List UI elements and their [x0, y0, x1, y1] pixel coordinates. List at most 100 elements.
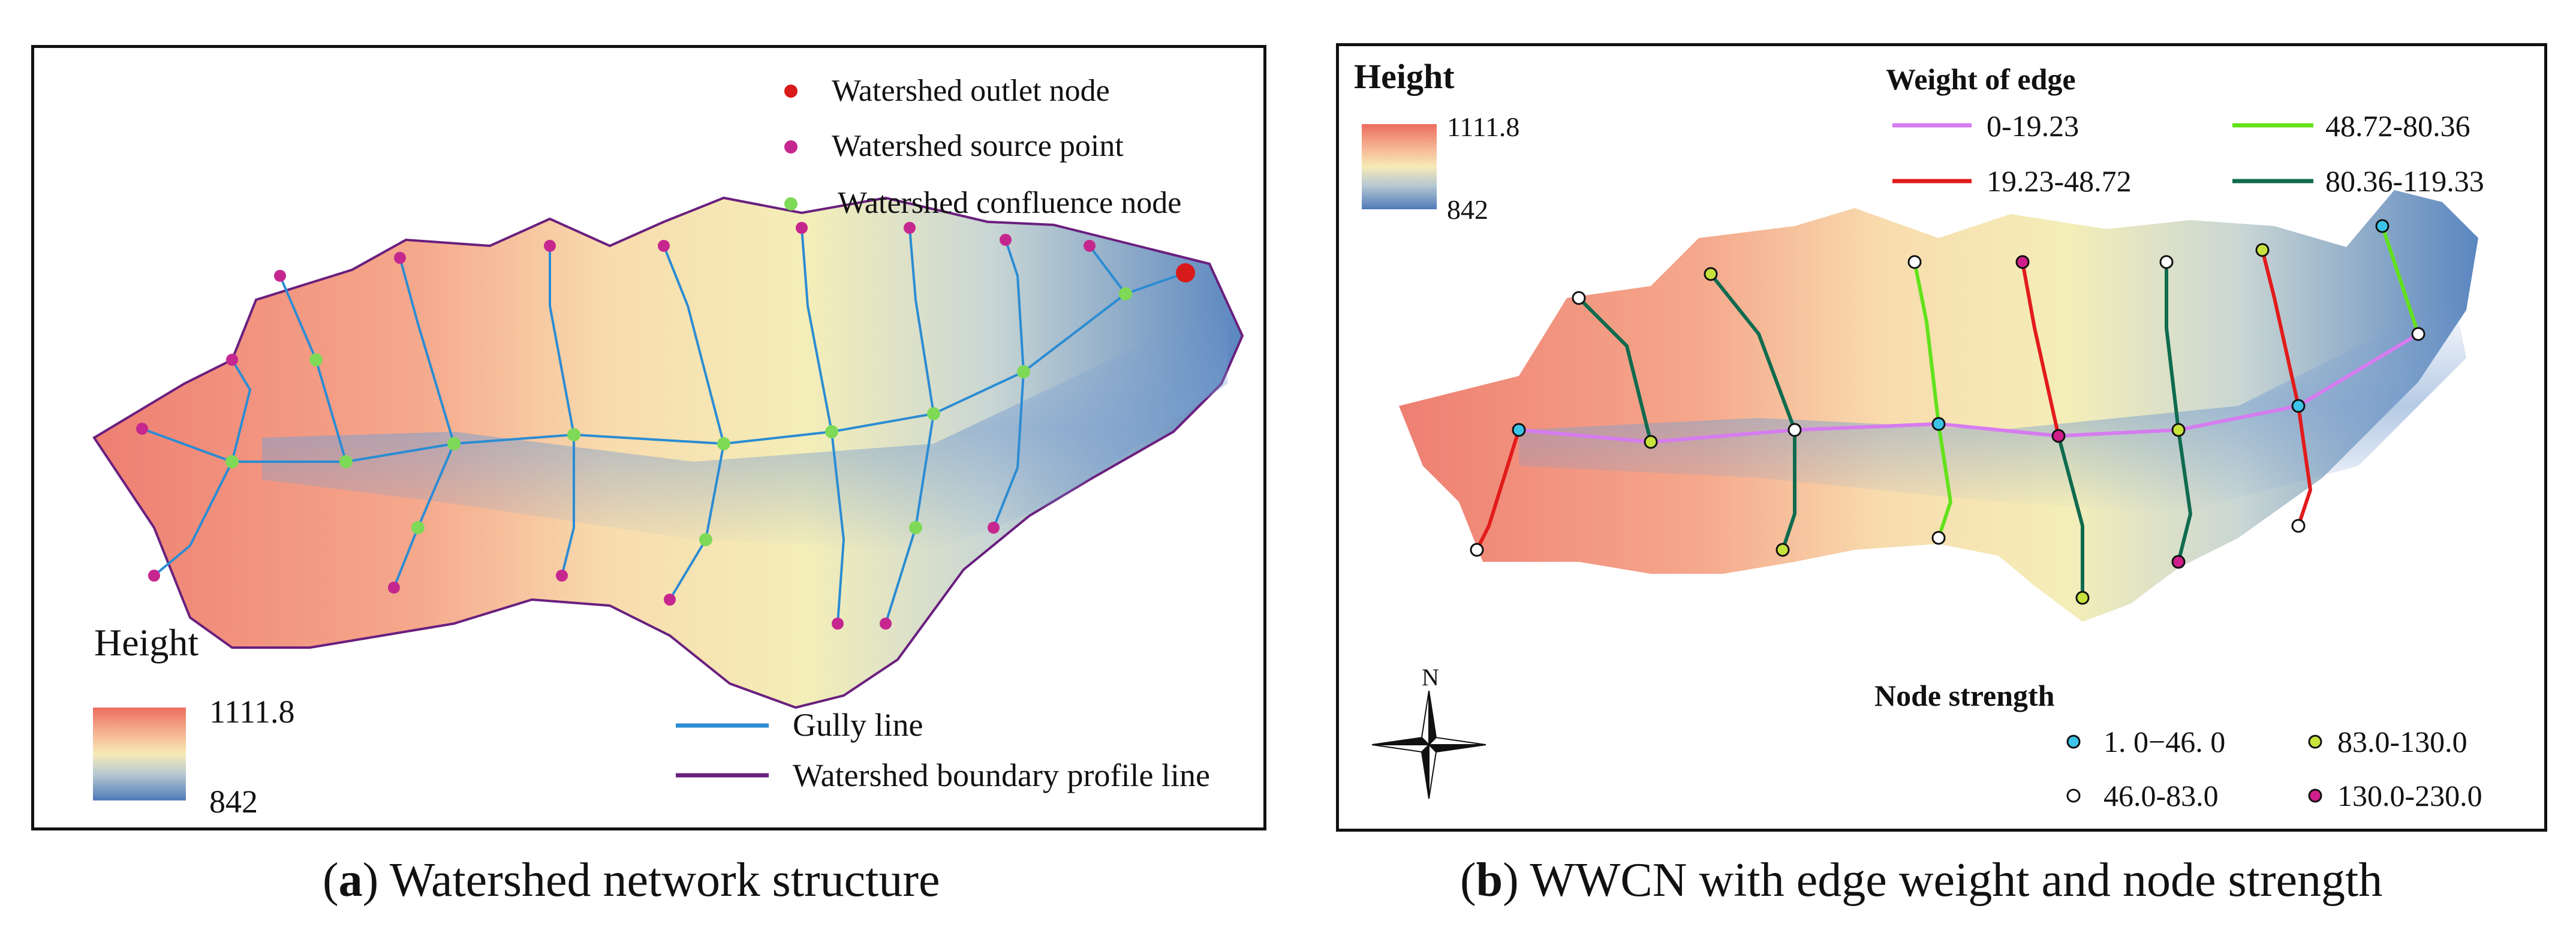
panel-wwcn: Height 1111.8 842 Weight of edge 0-19.23… [1336, 43, 2547, 832]
legend-node-1-46-symbol [2066, 735, 2081, 749]
legend-source-symbol [784, 140, 798, 154]
gully-branch [908, 227, 935, 414]
legend-node-1-46-label: 1. 0−46. 0 [2103, 725, 2226, 759]
source-point [658, 240, 670, 252]
compass-rose-icon [1371, 690, 1486, 799]
edge-weight-80-119 [1781, 430, 1796, 550]
source-point [226, 354, 238, 366]
source-point [556, 570, 568, 582]
edge-weight-48-80 [2381, 225, 2420, 335]
edge-weight-80-119 [2177, 429, 2193, 562]
source-point [880, 618, 892, 630]
wwcn-map-b [1371, 123, 2478, 803]
legend-node-130-230-label: 130.0-230.0 [2337, 779, 2482, 812]
valley-shading [1519, 298, 2466, 514]
legend-confluence-symbol [784, 197, 798, 210]
node-legend-title: Node strength [1874, 679, 2055, 712]
source-point [274, 270, 286, 282]
node-strength-46-83 [2291, 519, 2306, 533]
height-title-a: Height [94, 621, 199, 664]
confluence-node [699, 533, 712, 546]
legend-edge-80-119-label: 80.36-119.33 [2325, 164, 2484, 198]
confluence-node [447, 437, 461, 450]
confluence-node [825, 425, 838, 438]
north-label: N [1422, 664, 1439, 691]
source-points [136, 222, 1096, 630]
source-point [544, 240, 556, 252]
edge-weight-0-19 [1518, 332, 2419, 444]
edge-weight-80-119 [2165, 262, 2180, 431]
node-strength-83-130 [1644, 435, 1658, 449]
legend-source-label: Watershed source point [832, 129, 1124, 163]
edge-weight-80-119 [2057, 435, 2084, 598]
caption-b: (b) WWCN with edge weight and node stren… [1460, 854, 2383, 907]
panel-watershed-network: Watershed outlet node Watershed source p… [31, 45, 1266, 830]
source-point [664, 594, 676, 606]
legend-boundary-label: Watershed boundary profile line [793, 757, 1210, 793]
gully-branch [231, 359, 252, 462]
source-point [796, 222, 808, 234]
gully-branch [153, 461, 233, 577]
gully-lines [142, 227, 1186, 624]
node-strength-46-83 [1470, 543, 1484, 557]
height-ramp-b [1362, 124, 1437, 209]
node-strength-83-130 [1704, 267, 1718, 281]
node-strength-1-46 [1931, 417, 1946, 431]
node-strength-46-83 [1931, 531, 1946, 545]
gully-branch [399, 257, 455, 444]
caption-a-text: Watershed network structure [378, 854, 940, 907]
node-strength-46-83 [2411, 327, 2425, 341]
node-strength-83-130 [2171, 423, 2186, 437]
confluence-node [927, 407, 940, 420]
node-strength-1-46 [2291, 399, 2306, 413]
source-point [148, 570, 160, 582]
confluence-node [717, 437, 730, 450]
node-strength-1-46 [1512, 423, 1526, 437]
gully-branch [1004, 239, 1025, 372]
gully-branch [549, 246, 575, 435]
node-strength-83-130 [1775, 543, 1790, 557]
gully-branch [561, 435, 575, 576]
edge-weight-48-80 [1913, 261, 1940, 425]
confluence-node [909, 521, 922, 534]
legend-outlet-symbol [784, 85, 798, 98]
node-strength-130-230 [2015, 255, 2030, 269]
node-strength-46-83 [2159, 255, 2174, 269]
legend-edge-0-19-label: 0-19.23 [1987, 109, 2080, 143]
edge-weight-80-119 [1709, 273, 1796, 431]
height-min-a: 842 [209, 784, 258, 820]
caption-b-text: WWCN with edge weight and node strength [1518, 854, 2383, 907]
legend-node-46-83-symbol [2066, 788, 2081, 803]
confluence-node [339, 455, 353, 468]
height-ramp-a [93, 708, 186, 800]
legend-node-83-130-symbol [2308, 735, 2322, 749]
source-point [904, 222, 916, 234]
edge-weight-48-80 [1937, 423, 1953, 538]
node-strength-1-46 [2375, 219, 2390, 233]
edge-weight-19-48 [2021, 261, 2060, 437]
source-point [394, 252, 406, 264]
gully-branch [992, 371, 1025, 528]
legend-outlet-label: Watershed outlet node [832, 74, 1110, 108]
node-strength-83-130 [2255, 243, 2270, 257]
height-min-b: 842 [1447, 194, 1488, 225]
watershed-area [1399, 190, 2478, 622]
edges [1475, 225, 2420, 598]
legend-node-83-130-label: 83.0-130.0 [2337, 725, 2467, 759]
caption-a-letter: a [338, 854, 363, 907]
edge-weight-19-48 [2261, 249, 2300, 407]
confluence-node [567, 428, 580, 441]
caption-b-letter: b [1476, 854, 1503, 907]
height-title-b: Height [1354, 57, 1455, 96]
source-point [136, 423, 148, 435]
caption-a: (a) Watershed network structure [323, 854, 940, 907]
confluence-nodes [225, 287, 1132, 546]
source-point [388, 582, 400, 594]
watershed-map-a [92, 85, 1244, 778]
node-strength-83-130 [2075, 591, 2090, 605]
edge-legend-title: Weight of edge [1886, 62, 2076, 96]
gully-branch [830, 431, 845, 624]
legend-edge-19-48-label: 19.23-48.72 [1987, 164, 2132, 198]
valley-shading [262, 306, 1227, 552]
node-strength-46-83 [1572, 291, 1586, 305]
